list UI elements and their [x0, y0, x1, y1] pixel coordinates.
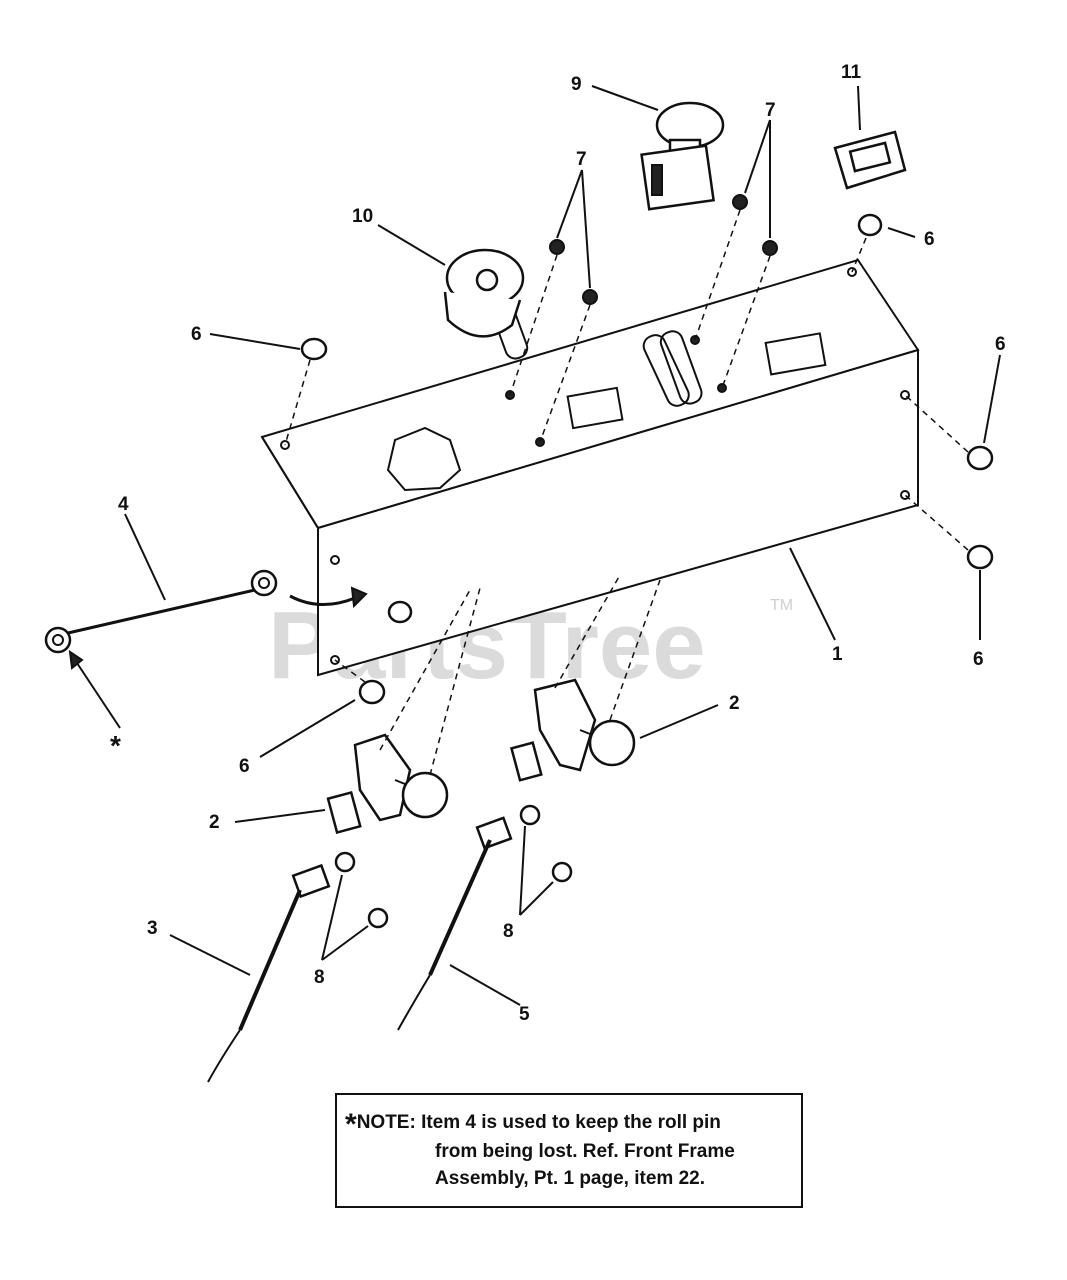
callout-8: 8 — [314, 967, 325, 988]
callout-4: 4 — [118, 494, 129, 515]
note-star: * — [345, 1108, 357, 1141]
leader-lines — [68, 85, 1001, 1006]
ignition-switch — [443, 248, 525, 338]
callout-3: 3 — [147, 918, 158, 939]
note-line-3: Assembly, Pt. 1 page, item 22. — [435, 1168, 705, 1189]
screws-7 — [509, 194, 778, 443]
callout-star: * — [110, 730, 121, 761]
note-box: *NOTE: Item 4 is used to keep the roll p… — [335, 1093, 803, 1208]
callout-2: 2 — [729, 693, 740, 714]
callout-5: 5 — [519, 1004, 530, 1025]
pto-switch — [640, 101, 725, 211]
callout-11: 11 — [841, 62, 862, 83]
callout-9: 9 — [571, 74, 582, 95]
control-lever-left — [326, 587, 481, 835]
callout-6: 6 — [191, 324, 202, 345]
control-lever-right — [509, 574, 661, 782]
watermark-tm: TM — [770, 597, 793, 614]
callout-6: 6 — [239, 756, 250, 777]
hour-meter — [833, 130, 907, 190]
callout-8: 8 — [503, 921, 514, 942]
callout-7: 7 — [765, 100, 776, 121]
callout-2: 2 — [209, 812, 220, 833]
callout-6: 6 — [924, 229, 935, 250]
bolts-6 — [284, 213, 994, 705]
note-line-2: from being lost. Ref. Front Frame — [435, 1141, 735, 1162]
callout-10: 10 — [352, 206, 373, 227]
callout-6: 6 — [973, 649, 984, 670]
callout-6: 6 — [995, 334, 1006, 355]
cable-5 — [397, 816, 513, 1031]
nuts-8 — [334, 804, 573, 929]
callout-1: 1 — [832, 644, 843, 665]
callout-7: 7 — [576, 149, 587, 170]
retainer-cable — [44, 569, 368, 654]
cable-3 — [207, 863, 331, 1083]
note-line-1: NOTE: Item 4 is used to keep the roll pi… — [356, 1112, 721, 1133]
